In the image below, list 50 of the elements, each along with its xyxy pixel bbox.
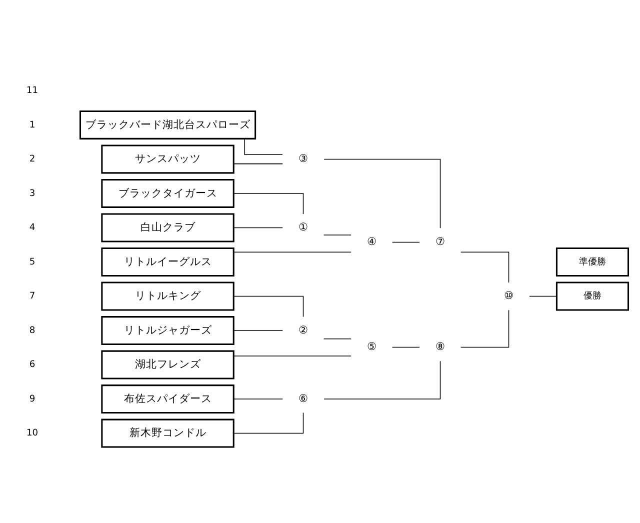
label: 11 [26, 86, 38, 96]
connector [233, 162, 283, 164]
node-box: サンスパッツ [101, 144, 234, 174]
connector [324, 158, 441, 228]
node-box: ブラックバード湖北台スパローズ [79, 110, 256, 139]
node-box: 白山クラブ [101, 212, 234, 242]
node-text: ⑦ [435, 234, 446, 248]
node-text: ⑩ [504, 288, 514, 302]
connector [233, 412, 304, 434]
label: 7 [29, 291, 36, 302]
node-box: 準優勝 [556, 247, 630, 276]
node-box: ブラックタイガース [101, 178, 234, 208]
node-text: ② [298, 322, 308, 336]
node-box: 優勝 [556, 281, 630, 310]
node-text: ④ [366, 234, 377, 248]
connector [529, 295, 558, 296]
connector [460, 251, 510, 282]
connector [324, 360, 441, 399]
label: 8 [29, 325, 36, 336]
node-box: リトルイーグルス [101, 247, 234, 276]
connector [233, 251, 352, 252]
node-text: ③ [298, 152, 308, 165]
node-text: ⑤ [366, 340, 377, 353]
connector [323, 338, 352, 339]
label: 5 [29, 256, 36, 267]
connector [233, 295, 304, 317]
connector [233, 192, 304, 214]
connector [323, 234, 352, 235]
node-text: ⑧ [435, 340, 446, 353]
label: 1 [29, 120, 36, 130]
label: 4 [29, 222, 36, 233]
connector [233, 355, 352, 356]
node-box: リトルキング [101, 281, 234, 310]
node-box: 新木野コンドル [101, 418, 234, 448]
connector [392, 241, 420, 242]
label: 9 [29, 394, 36, 404]
connector [460, 309, 510, 348]
connector [233, 226, 283, 228]
label: 10 [26, 428, 38, 438]
node-box: 布佐スパイダース [101, 384, 234, 413]
connector [392, 346, 420, 348]
node-text: ① [298, 220, 308, 234]
connector [233, 398, 283, 399]
label: 6 [29, 360, 36, 370]
connector [244, 138, 283, 155]
node-text: ⑥ [298, 391, 308, 404]
label: 2 [29, 154, 36, 164]
node-box: リトルジャガーズ [101, 316, 234, 344]
node-box: 湖北フレンズ [101, 350, 234, 379]
label: 3 [29, 188, 36, 198]
